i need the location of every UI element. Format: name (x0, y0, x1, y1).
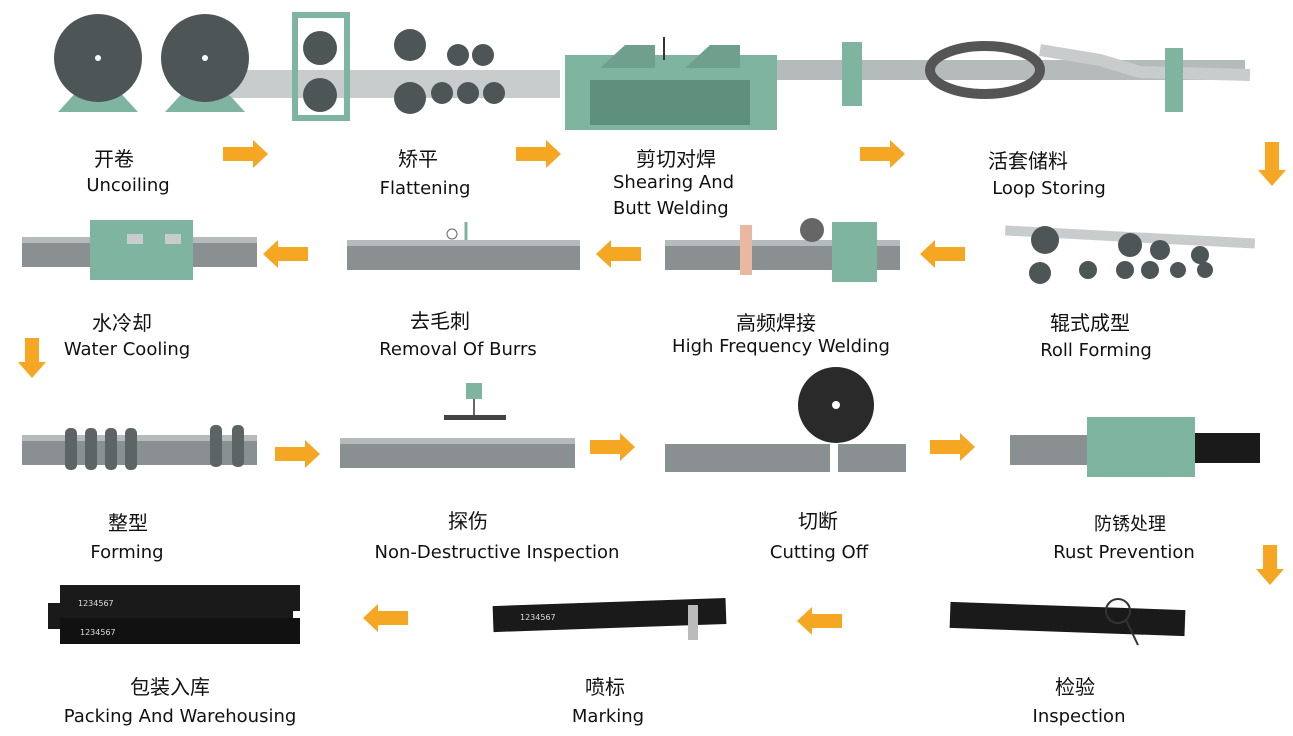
step-cn-hf-welding: 高频焊接 (736, 311, 816, 335)
arrow-right-icon (223, 140, 268, 168)
step-en-ndt: Non-Destructive Inspection (374, 542, 620, 563)
step-en-inspection: Inspection (1032, 706, 1126, 727)
step-en-forming: Forming (90, 542, 164, 563)
arrow-left-icon (596, 240, 641, 268)
step-en-loop-storing: Loop Storing (992, 178, 1106, 199)
arrow-left-icon (797, 607, 842, 635)
inspection-illustration (340, 383, 575, 468)
arrow-left-icon (920, 240, 965, 268)
step-en-cutting: Cutting Off (769, 542, 869, 563)
step-cn-shearing: 剪切对焊 (636, 147, 716, 171)
roll-forming-illustration (1004, 225, 1256, 284)
tube-marking-text: 1234567 (78, 599, 114, 608)
step-cn-rust: 防锈处理 (1094, 514, 1166, 535)
loop-storing-illustration (842, 41, 1251, 112)
arrow-left-icon (263, 240, 308, 268)
step-en-water-cooling: Water Cooling (63, 339, 191, 360)
step-cn-forming: 整型 (108, 511, 148, 535)
step-en-uncoiling: Uncoiling (86, 175, 170, 196)
marking-illustration: 1234567 (492, 597, 727, 640)
step-cn-water-cooling: 水冷却 (92, 311, 152, 335)
flattening-illustration (292, 12, 505, 121)
arrow-down-icon (1258, 142, 1286, 186)
high-frequency-welding-illustration (665, 218, 900, 282)
tube-marking-text: 1234567 (520, 613, 556, 622)
step-cn-uncoiling: 开卷 (94, 147, 134, 171)
shearing-welding-illustration (565, 37, 1245, 130)
arrow-right-icon (590, 433, 635, 461)
step-en-flattening: Flattening (379, 178, 471, 199)
step-cn-flattening: 矫平 (398, 147, 438, 171)
cutting-off-illustration (665, 367, 906, 472)
arrow-right-icon (275, 440, 320, 468)
arrow-right-icon (860, 140, 905, 168)
arrow-left-icon (363, 604, 408, 632)
step-en-marking: Marking (571, 706, 645, 727)
tube-marking-text: 1234567 (80, 628, 116, 637)
removal-of-burrs-illustration (347, 222, 580, 270)
step-en-roll-forming: Roll Forming (1040, 340, 1152, 361)
uncoiling-illustration (54, 14, 560, 112)
arrow-down-icon (1256, 545, 1284, 585)
step-cn-roll-forming: 辊式成型 (1050, 311, 1130, 335)
water-cooling-illustration (22, 220, 257, 280)
arrow-down-icon (18, 338, 46, 378)
step-en-rust: Rust Prevention (1053, 542, 1195, 563)
step-cn-ndt: 探伤 (448, 509, 488, 533)
step-en-burrs: Removal Of Burrs (379, 339, 537, 360)
packing-illustration: 1234567 1234567 (48, 585, 300, 644)
step-cn-cutting: 切断 (798, 509, 838, 533)
forming-illustration (22, 425, 257, 470)
step-cn-inspection: 检验 (1055, 675, 1095, 699)
inspection-final-illustration (949, 598, 1186, 646)
arrow-right-icon (930, 433, 975, 461)
step-cn-packing: 包装入库 (130, 675, 210, 699)
step-cn-loop-storing: 活套储料 (988, 149, 1068, 173)
flow-arrows (18, 140, 1286, 635)
step-cn-marking: 喷标 (585, 675, 625, 699)
rust-prevention-illustration (1010, 417, 1260, 477)
step-en-shearing-line2: Butt Welding (613, 198, 729, 219)
step-en-shearing: Shearing And (613, 172, 735, 193)
step-cn-burrs: 去毛刺 (410, 309, 470, 333)
arrow-right-icon (516, 140, 561, 168)
step-en-packing: Packing And Warehousing (63, 706, 297, 727)
step-en-hf-welding: High Frequency Welding (672, 336, 890, 357)
